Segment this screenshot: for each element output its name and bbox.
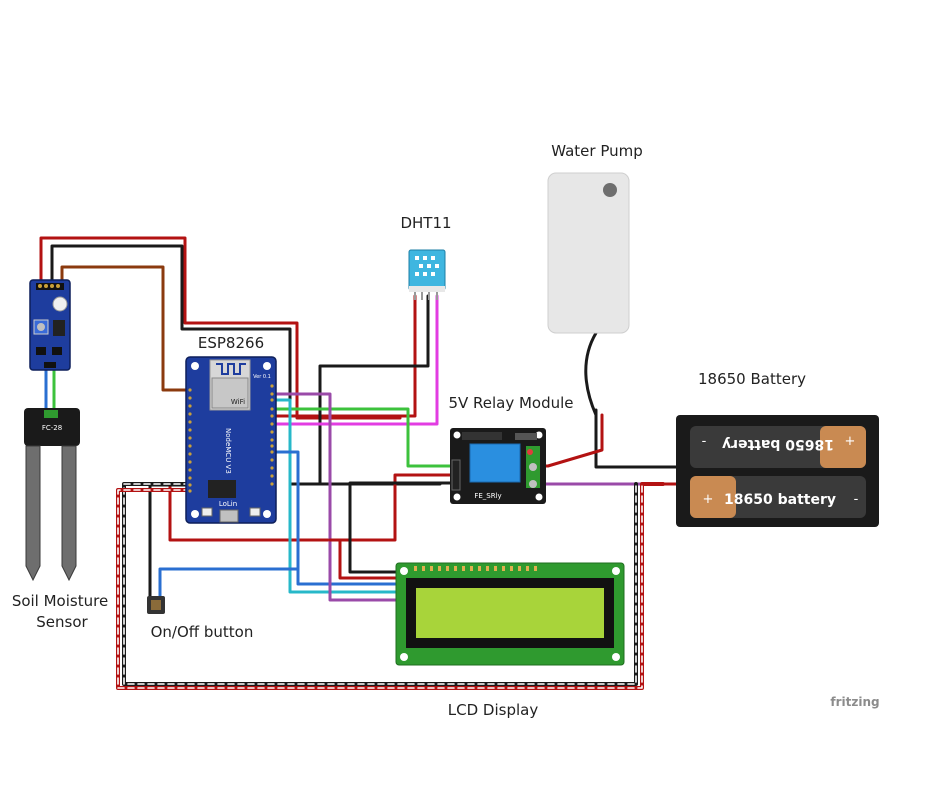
esp-left-pins [188, 388, 192, 493]
battery-cell-top: 18650 battery + - [690, 426, 866, 468]
soil-moisture-probe: FC-28 [24, 408, 80, 582]
battery-cell-top-label: 18650 battery [722, 436, 834, 452]
board-version: Ver 0.1 [253, 374, 271, 380]
wire-red-dht-vcc [270, 294, 417, 418]
push-button [147, 596, 165, 614]
battery-cell-bottom: 18650 battery + - [690, 476, 866, 518]
lcd-display [395, 562, 625, 666]
battery-cell-bottom-label: 18650 battery [724, 492, 836, 508]
fritzing-watermark: fritzing [830, 695, 879, 709]
lolin-mark: LoLin [219, 500, 237, 508]
label-esp8266: ESP8266 [198, 334, 264, 352]
relay-module: FE_SRly [450, 428, 546, 504]
label-soil-line1: Soil Moisture [12, 592, 108, 610]
wire-black-relay-gnd [348, 481, 454, 574]
wire-red-lcd-vcc [328, 538, 398, 580]
wire-red-relay-vcc [168, 473, 454, 542]
wire-magenta-dht-data [270, 294, 439, 426]
wire-outer-white-loop [123, 483, 637, 685]
label-lcd: LCD Display [448, 701, 539, 719]
wire-cyan-lcd-sda [270, 398, 398, 594]
wires [39, 236, 692, 690]
wire-purple-lcd-scl [270, 392, 398, 602]
wire-blue-lcd [270, 450, 398, 586]
battery-top-plus: + [845, 434, 856, 449]
water-pump [547, 172, 630, 334]
battery-bottom-plus: + [703, 492, 714, 507]
soil-moisture-module [29, 279, 71, 371]
nodemcu-mark: NodeMCU V3 [224, 428, 232, 474]
label-water-pump: Water Pump [551, 142, 643, 160]
label-relay: 5V Relay Module [448, 394, 573, 412]
label-button: On/Off button [151, 623, 254, 641]
label-soil-line2: Sensor [36, 613, 88, 631]
wifi-mark: WiFi [231, 398, 245, 406]
wire-outer-red-dash [117, 483, 643, 689]
probe-label: FC-28 [42, 424, 62, 432]
relay-part-label: FE_SRly [474, 492, 501, 500]
wire-black-pump [584, 331, 665, 469]
dht11-sensor [408, 249, 446, 300]
wire-black-dht-gnd [318, 294, 430, 486]
battery-holder: 18650 battery + - 18650 battery + - [676, 415, 879, 527]
wire-green-relay-in [270, 407, 454, 468]
battery-bottom-minus: - [854, 492, 859, 507]
battery-top-minus: - [702, 434, 707, 449]
label-dht11: DHT11 [400, 214, 451, 232]
labels: Water Pump DHT11 ESP8266 5V Relay Module… [12, 142, 806, 719]
wire-blue-button [158, 567, 300, 598]
wire-brown-sensor-a0 [60, 265, 192, 392]
label-battery: 18650 Battery [698, 370, 806, 388]
wire-red-sensor-vcc [39, 236, 402, 420]
esp8266-board: WiFi Ver 0.1 NodeMCU V3 LoLin [185, 356, 277, 524]
esp-right-pins [270, 384, 274, 486]
